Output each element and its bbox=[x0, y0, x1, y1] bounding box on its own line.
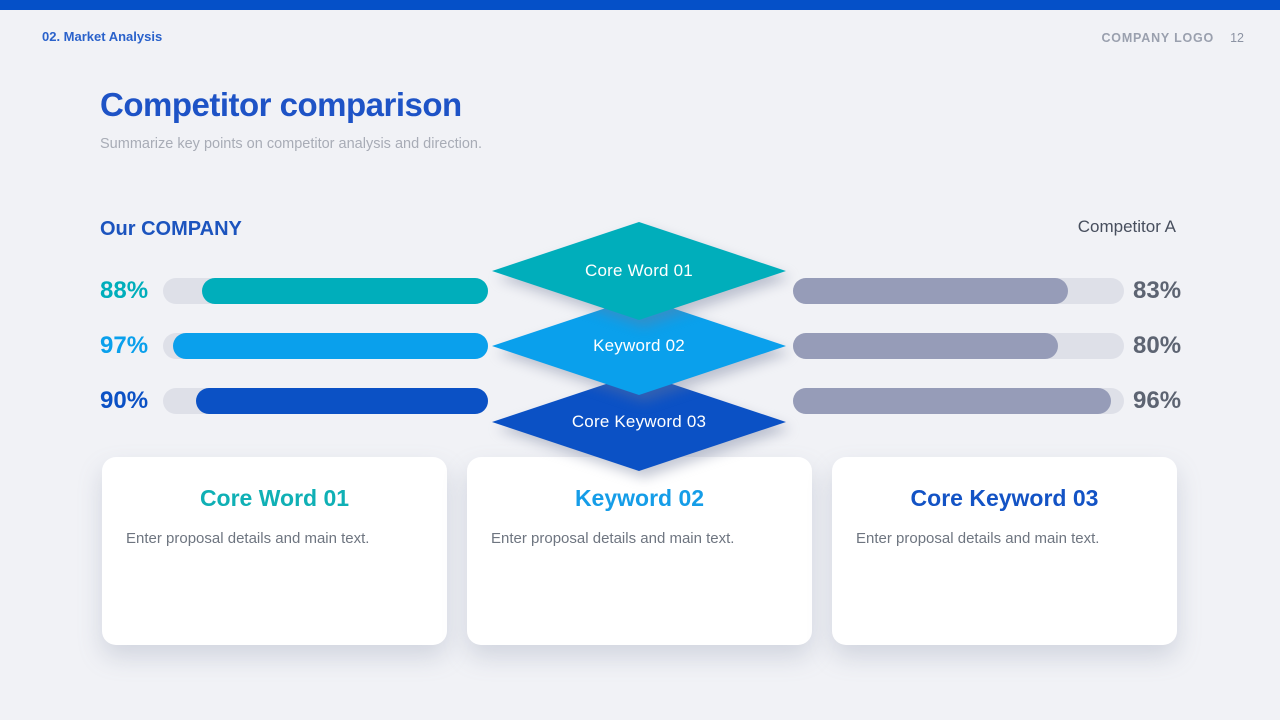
diamond-shape: Core Word 01 bbox=[492, 222, 786, 320]
competitor-header: Competitor A bbox=[1077, 217, 1176, 236]
page-subtitle: Summarize key points on competitor analy… bbox=[100, 136, 483, 152]
our-bar-fill-row3 bbox=[195, 388, 488, 414]
diamond-label: Keyword 02 bbox=[593, 336, 685, 355]
card-core-keyword-03: Core Keyword 03 Enter proposal details a… bbox=[832, 457, 1177, 645]
competitor-percent-row1: 83% bbox=[1133, 277, 1182, 304]
our-bar-fill-row1 bbox=[202, 278, 488, 304]
competitor-bar-fill-row1 bbox=[793, 278, 1068, 304]
header-right: COMPANY LOGO 12 bbox=[1101, 31, 1244, 45]
card-body-text: Enter proposal details and main text. bbox=[126, 530, 370, 547]
section-label: 02. Market Analysis bbox=[42, 29, 163, 44]
competitor-bar-fill-row3 bbox=[793, 388, 1111, 414]
our-bar-row2 bbox=[163, 333, 488, 359]
page-number: 12 bbox=[1230, 31, 1244, 45]
our-bar-row3 bbox=[163, 388, 488, 414]
card-body-text: Enter proposal details and main text. bbox=[491, 530, 735, 547]
our-company-header: Our COMPANY bbox=[100, 218, 242, 240]
our-percent-row1: 88% bbox=[100, 277, 149, 304]
our-bar-row1 bbox=[163, 278, 488, 304]
diamond-core-word-01: Core Word 01 bbox=[492, 222, 786, 320]
card-core-word-01: Core Word 01 Enter proposal details and … bbox=[102, 457, 447, 645]
company-logo: COMPANY LOGO bbox=[1101, 31, 1215, 45]
diamond-label: Core Word 01 bbox=[585, 261, 693, 280]
card-keyword-02: Keyword 02 Enter proposal details and ma… bbox=[467, 457, 812, 645]
competitor-bar-row3 bbox=[793, 388, 1124, 414]
card-title: Core Word 01 bbox=[199, 485, 350, 511]
top-accent-bar bbox=[0, 0, 1280, 10]
card-body-text: Enter proposal details and main text. bbox=[856, 530, 1100, 547]
page-title: Competitor comparison bbox=[100, 86, 462, 123]
card-title: Keyword 02 bbox=[574, 485, 705, 511]
card-title: Core Keyword 03 bbox=[910, 485, 1099, 511]
competitor-bar-fill-row2 bbox=[793, 333, 1058, 359]
competitor-percent-row3: 96% bbox=[1133, 387, 1182, 414]
our-percent-row3: 90% bbox=[100, 387, 149, 414]
competitor-percent-row2: 80% bbox=[1133, 332, 1182, 359]
competitor-bar-row2 bbox=[793, 333, 1124, 359]
competitor-bar-row1 bbox=[793, 278, 1124, 304]
our-bar-fill-row2 bbox=[172, 333, 488, 359]
our-percent-row2: 97% bbox=[100, 332, 149, 359]
diamond-label: Core Keyword 03 bbox=[571, 412, 707, 431]
